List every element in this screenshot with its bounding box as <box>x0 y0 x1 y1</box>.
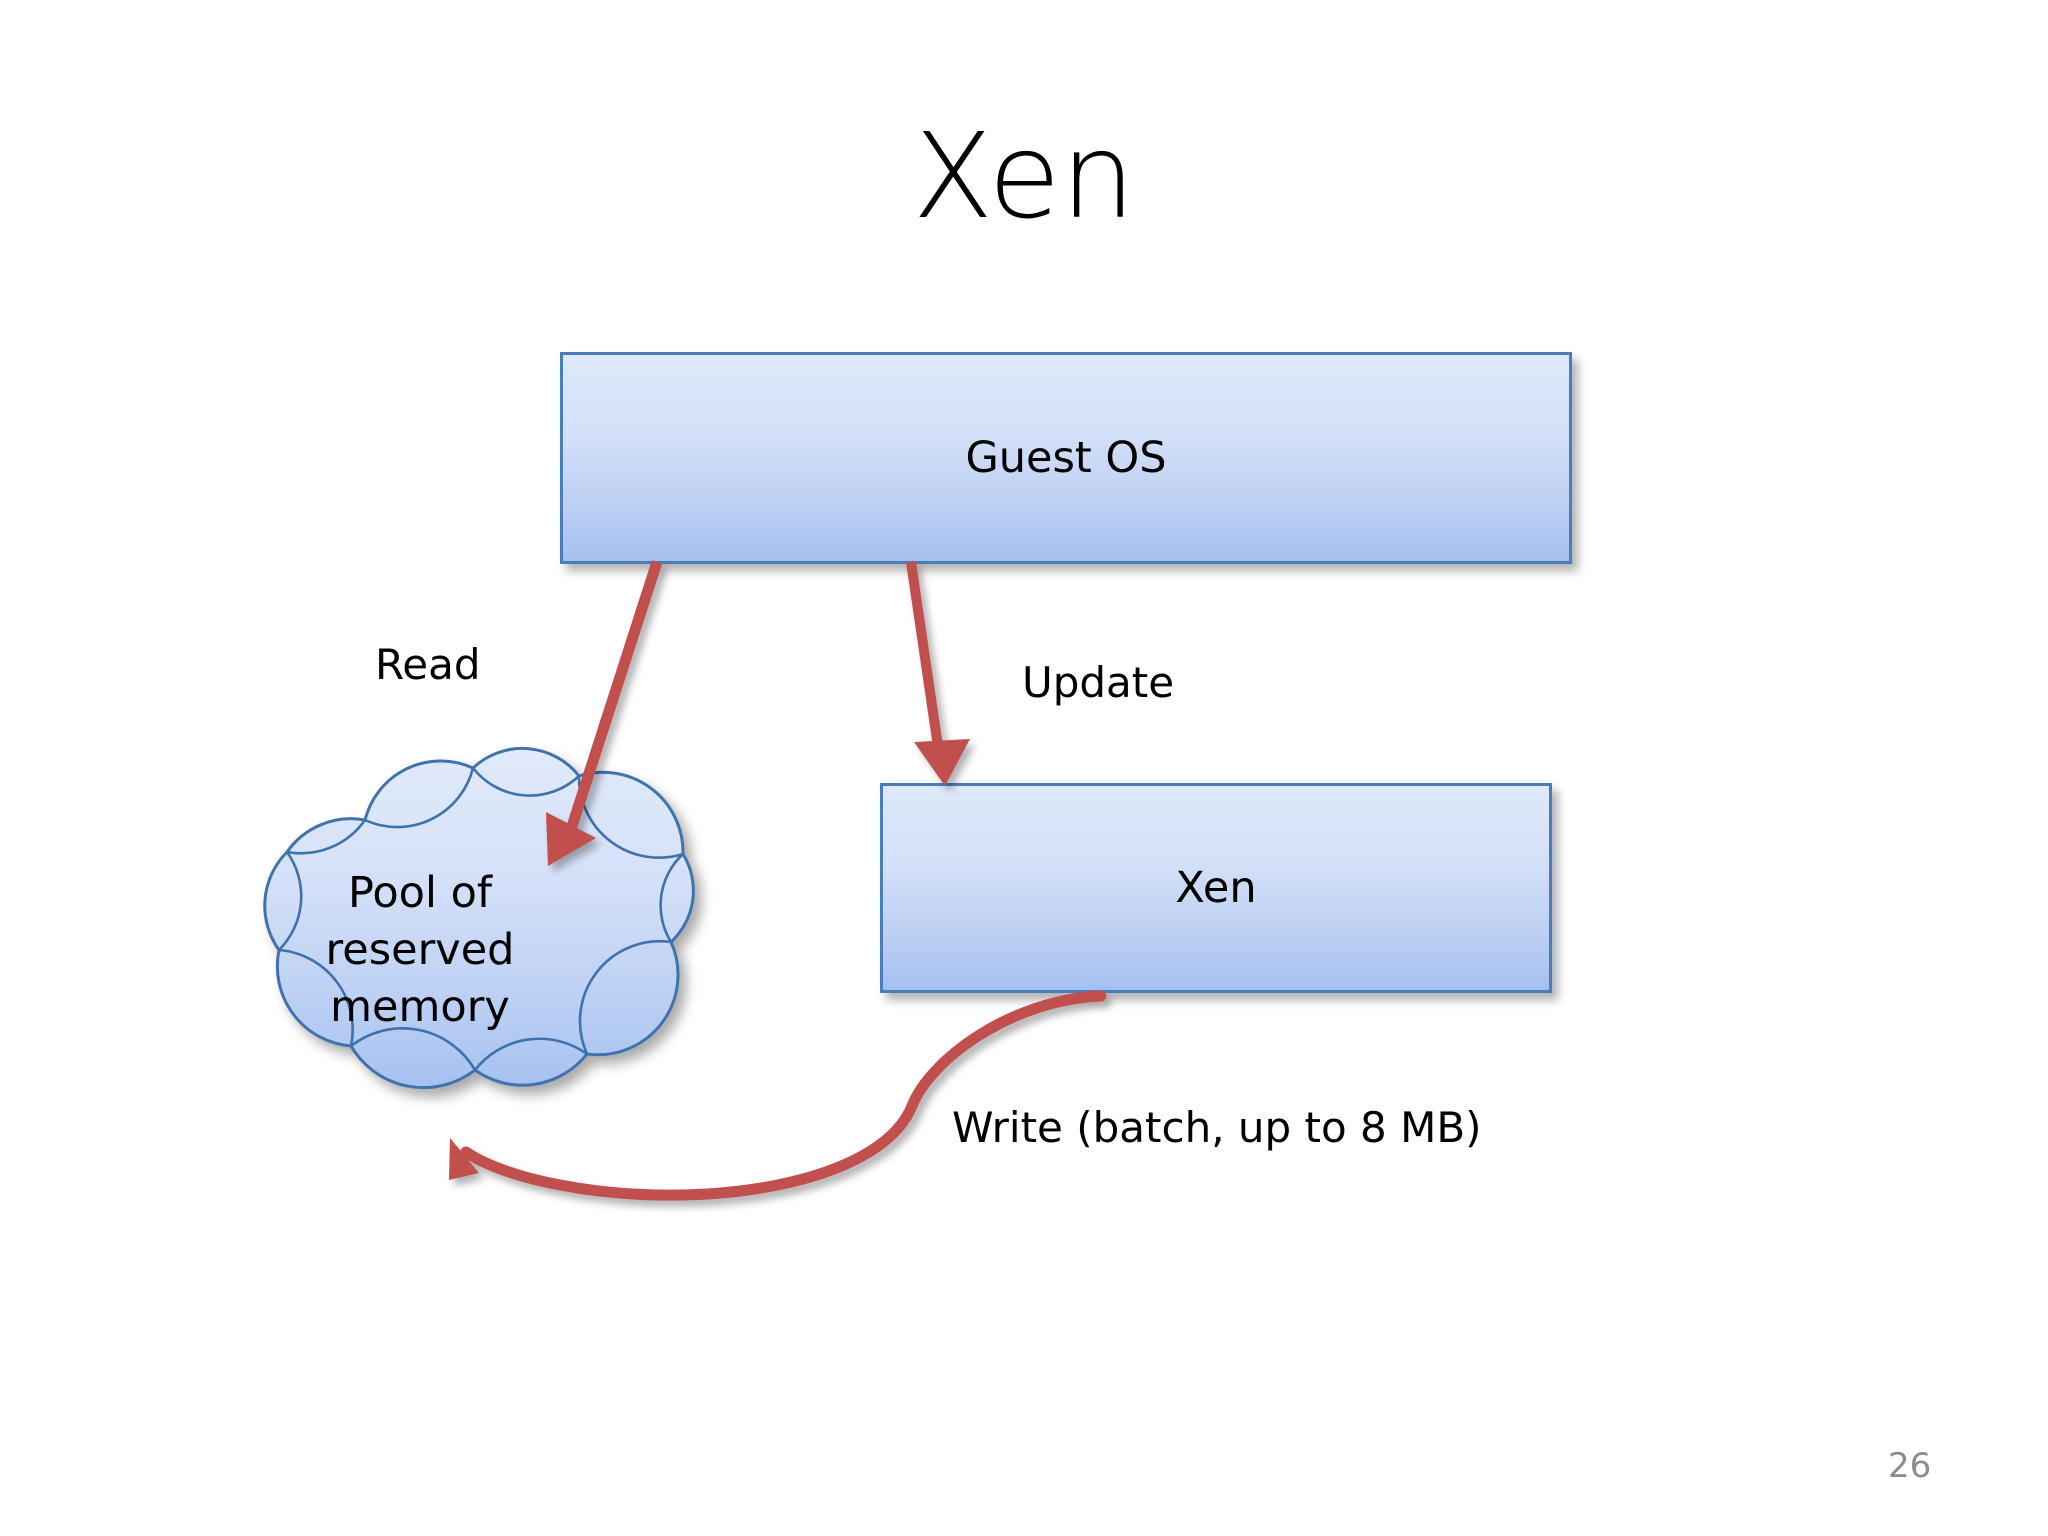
memory-pool-node[interactable]: Pool of reserved memory <box>160 725 750 1175</box>
page-number: 26 <box>1888 1446 1932 1486</box>
read-label: Read <box>375 640 481 689</box>
update-label: Update <box>1022 658 1175 707</box>
page-title: Xen <box>912 107 1136 245</box>
update-arrow <box>906 561 970 786</box>
guest-os-label: Guest OS <box>965 432 1167 483</box>
guest-os-node[interactable]: Guest OS <box>560 352 1572 564</box>
xen-label: Xen <box>1175 862 1257 913</box>
xen-node[interactable]: Xen <box>880 783 1552 993</box>
memory-pool-label-line: reserved <box>325 924 515 975</box>
write-label: Write (batch, up to 8 MB) <box>952 1103 1482 1152</box>
memory-pool-label: Pool of reserved memory <box>220 865 620 1035</box>
memory-pool-label-line: memory <box>330 981 510 1032</box>
memory-pool-label-line: Pool of <box>347 868 493 918</box>
